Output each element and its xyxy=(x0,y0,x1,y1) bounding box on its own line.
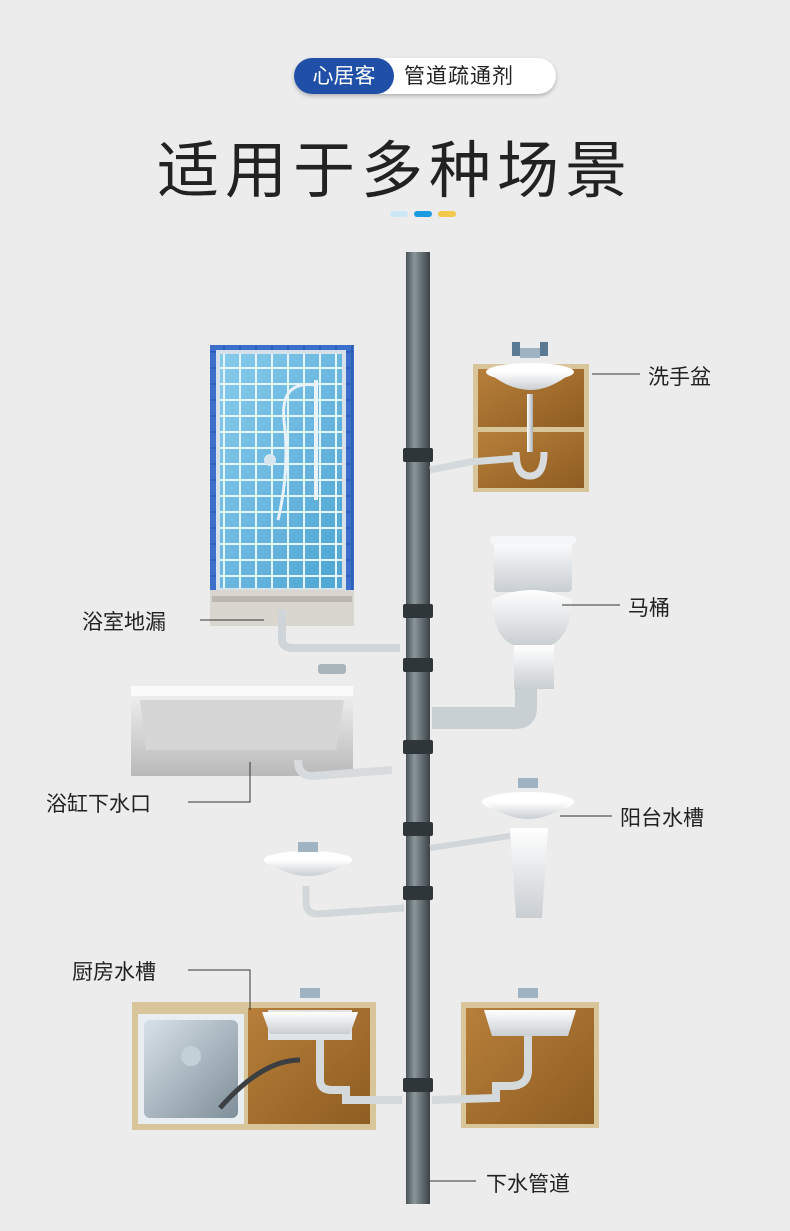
decor-dot-gold xyxy=(438,211,456,217)
brand-name: 心居客 xyxy=(294,58,394,94)
product-name: 管道疏通剂 xyxy=(404,64,514,88)
main-drain-pipe xyxy=(406,252,430,1204)
wash-basin-cabinet xyxy=(429,342,589,492)
label-toilet: 马桶 xyxy=(628,596,670,620)
bathtub xyxy=(131,664,393,781)
page-title: 适用于多种场景 xyxy=(156,134,633,207)
label-leader-lines xyxy=(188,373,640,1182)
label-shower-drain: 浴室地漏 xyxy=(82,610,166,634)
decor-dot-light xyxy=(390,211,408,217)
small-wash-sink xyxy=(264,842,405,918)
title-decoration-dots xyxy=(390,211,460,217)
decor-dot-blue xyxy=(414,211,432,217)
label-balcony-sink: 阳台水槽 xyxy=(620,806,704,830)
label-wash-basin: 洗手盆 xyxy=(648,365,711,389)
pipe-couplings xyxy=(403,448,433,1092)
shower-enclosure xyxy=(210,345,400,652)
label-bathtub-drain: 浴缸下水口 xyxy=(46,792,151,816)
kitchen-cabinet xyxy=(132,988,402,1130)
sink-cabinet-right xyxy=(431,988,599,1128)
balcony-sink xyxy=(429,778,574,918)
brand-badge: 心居客 管道疏通剂 xyxy=(294,58,556,94)
label-kitchen-sink: 厨房水槽 xyxy=(72,960,156,984)
toilet xyxy=(432,536,576,729)
label-drain-pipe: 下水管道 xyxy=(486,1172,570,1196)
